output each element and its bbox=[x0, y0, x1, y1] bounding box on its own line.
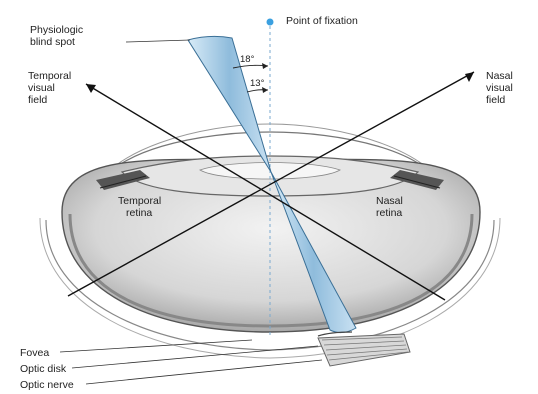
angle-18-label: 18° bbox=[240, 54, 255, 65]
optic-nerve-label: Optic nerve bbox=[20, 379, 74, 391]
nasal-field-arrowhead bbox=[465, 72, 474, 82]
nasal-retina-label-line2: retina bbox=[376, 207, 402, 219]
optic-nerve-bundle bbox=[317, 331, 411, 367]
angle-13-label: 13° bbox=[250, 78, 265, 89]
fixation-point-dot bbox=[266, 18, 274, 26]
blind-spot-leader bbox=[125, 39, 191, 43]
temporal-retina-label-line2: retina bbox=[126, 207, 152, 219]
temporal-visual-field-label-line3: field bbox=[28, 94, 47, 106]
iris-left bbox=[96, 170, 150, 190]
temporal-visual-field-label-line1: Temporal bbox=[28, 70, 71, 82]
optic-nerve-leader bbox=[85, 359, 323, 385]
temporal-field-arrowhead bbox=[86, 84, 96, 93]
nasal-field-line bbox=[67, 71, 475, 297]
nasal-visual-field-label-line2: visual bbox=[486, 82, 513, 94]
physiologic-label-line1: Physiologic bbox=[30, 24, 83, 36]
point-of-fixation-label: Point of fixation bbox=[286, 15, 358, 27]
blind-spot-cone-upper bbox=[187, 35, 272, 173]
iris-right bbox=[390, 170, 444, 190]
optic-disk-leader bbox=[71, 345, 319, 369]
temporal-retina-label-line1: Temporal bbox=[118, 195, 161, 207]
fovea-leader bbox=[59, 339, 253, 353]
temporal-visual-field-label-line2: visual bbox=[28, 82, 55, 94]
fovea-label: Fovea bbox=[20, 347, 49, 359]
nasal-retina-label-line1: Nasal bbox=[376, 195, 403, 207]
temporal-field-line bbox=[85, 83, 446, 301]
nasal-visual-field-label-line1: Nasal bbox=[486, 70, 513, 82]
eyeball-body bbox=[61, 158, 481, 333]
optic-disk-label: Optic disk bbox=[20, 363, 67, 375]
nasal-visual-field-label-line3: field bbox=[486, 94, 505, 106]
physiologic-label-line2: blind spot bbox=[30, 36, 75, 48]
